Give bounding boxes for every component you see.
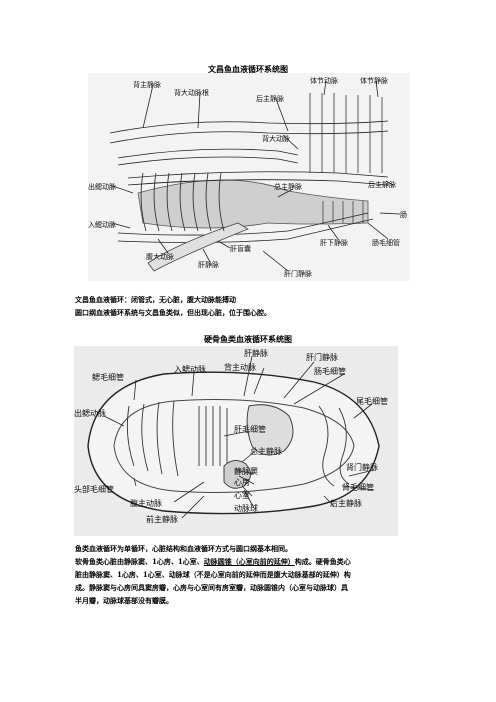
label-gan-jingmai: 肝静脉 xyxy=(198,260,219,269)
label-fu-dadongmai: 腹大动脉 xyxy=(146,252,174,261)
text-segment: 软骨鱼类心脏由静脉窦、1心房、1心室、 xyxy=(75,557,204,566)
paragraph-fish: 鱼类血液循环为单循环，心脏结构和血液循环方式与圆口纲基本相同。 软骨鱼类心脏由静… xyxy=(75,542,427,607)
label-shen-maoxiguan: 肾毛细管 xyxy=(342,482,374,492)
label-chu-sai-dongmai: 出鳃动脉 xyxy=(88,182,116,191)
label-bei-zhu-jingmai: 背主静脉 xyxy=(133,80,161,89)
amphioxus-circulation-diagram: 背主静脉 背大动脉根 体节动脉 体节静脉 后主静脉 背大动脉 出鳃动脉 总主静脉… xyxy=(88,73,410,281)
label-bei-zhu-dongmai: 背主动脉 xyxy=(224,362,256,372)
label-chu-sai-dongmai: 出鳃动脉 xyxy=(74,408,106,418)
paragraph-line: 成。静脉窦与心房间具窦房瓣，心房与心室间有房室瓣，动脉圆锥内（心室与动脉球）具 xyxy=(75,583,348,592)
label-qian-zhu-jingmai: 前主静脉 xyxy=(146,514,178,524)
figure2-title: 硬骨鱼类血液循环系统图 xyxy=(204,334,292,344)
label-hou-zhu-jingmai-b: 后主静脉 xyxy=(368,180,396,189)
label-zong-zhu-jingmai: 总主静脉 xyxy=(250,446,282,456)
underlined-text: 动脉圆锥（心室向前的延伸） xyxy=(203,557,295,566)
label-chang-maoxiguan: 肠毛细管 xyxy=(314,366,346,376)
label-gan-xia-jingmai: 肝下静脉 xyxy=(320,238,348,247)
label-shen-men-jingmai: 肾门静脉 xyxy=(346,462,378,472)
label-hou-zhu-jingmai: 后主静脉 xyxy=(330,498,362,508)
label-chang-maoxiguan: 肠毛细管 xyxy=(372,238,400,247)
paragraph-line: 圆口纲血液循环系统与文昌鱼类似，但出现心脏，位于围心腔。 xyxy=(75,308,271,317)
label-tou-bu-maoxiguan: 头部毛细管 xyxy=(74,484,114,494)
label-ru-sai-dongmai: 入鳃动脉 xyxy=(174,364,206,374)
label-hou-zhu-jingmai-a: 后主静脉 xyxy=(256,94,284,103)
figure1-title: 文昌鱼血液循环系统图 xyxy=(208,64,288,74)
teleost-circulation-diagram: 肝静脉 肝门静脉 入鳃动脉 背主动脉 鳃毛细管 肠毛细管 出鳃动脉 尾毛细管 肝… xyxy=(74,346,398,536)
label-xin-shi: 心室 xyxy=(234,490,250,500)
label-wei-maoxiguan: 尾毛细管 xyxy=(356,396,388,406)
paragraph-line: 半月瓣，动脉球基部没有瓣膜。 xyxy=(75,596,173,605)
label-ti-jie-jingmai: 体节静脉 xyxy=(360,76,388,85)
paragraph-line: 脏由静脉窦、1心房、1心室、动脉球（不是心室向前的延伸而是腹大动脉基部的延伸）构 xyxy=(75,570,351,579)
label-zong-zhu-jingmai: 总主静脉 xyxy=(274,182,302,191)
label-gan-mangnang: 肝盲囊 xyxy=(230,244,251,253)
teleost-diagram-svg: 肝静脉 肝门静脉 入鳃动脉 背主动脉 鳃毛细管 肠毛细管 出鳃动脉 尾毛细管 肝… xyxy=(74,348,388,524)
label-gan-men-jingmai: 肝门静脉 xyxy=(306,352,338,362)
label-gan-jingmai: 肝静脉 xyxy=(244,348,268,358)
label-fu-zhu-dongmai: 腹主动脉 xyxy=(130,498,162,508)
label-ru-sai-dongmai: 入鳃动脉 xyxy=(88,220,116,229)
paragraph-line: 鱼类血液循环为单循环，心脏结构和血液循环方式与圆口纲基本相同。 xyxy=(75,544,292,553)
label-xin-fang: 心房 xyxy=(234,477,250,487)
amphioxus-diagram-svg: 背主静脉 背大动脉根 体节动脉 体节静脉 后主静脉 背大动脉 出鳃动脉 总主静脉… xyxy=(88,76,407,278)
label-ti-jie-dongmai: 体节动脉 xyxy=(310,76,338,85)
paragraph-line: 软骨鱼类心脏由静脉窦、1心房、1心室、动脉圆锥（心室向前的延伸）构成。硬骨鱼类心 xyxy=(75,555,427,568)
label-gan-maoxiguan: 肝毛细管 xyxy=(234,424,266,434)
label-bei-dadongmai: 背大动脉 xyxy=(262,134,290,143)
text-segment: 构成。硬骨鱼类心 xyxy=(294,557,351,566)
label-chang: 肠 xyxy=(400,210,407,219)
label-jingmai-dou: 静脉窦 xyxy=(234,466,258,476)
label-dongmai-qiu: 动脉球 xyxy=(234,503,258,513)
paragraph-line: 文昌鱼血液循环：闭管式，无心脏，腹大动脉能搏动 xyxy=(75,295,236,304)
label-bei-dadongmai-genzhi: 背大动脉根 xyxy=(174,88,209,97)
label-sai-maoxiguan: 鳃毛细管 xyxy=(92,372,124,382)
label-gan-men-jingmai: 肝门静脉 xyxy=(284,269,312,278)
paragraph-amphioxus: 文昌鱼血液循环：闭管式，无心脏，腹大动脉能搏动 圆口纲血液循环系统与文昌鱼类似，… xyxy=(75,293,425,319)
